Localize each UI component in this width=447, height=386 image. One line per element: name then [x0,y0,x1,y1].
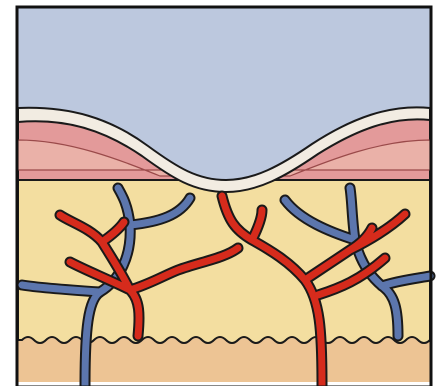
skin-ulcer-diagram [0,0,447,386]
diagram-svg [0,0,447,386]
